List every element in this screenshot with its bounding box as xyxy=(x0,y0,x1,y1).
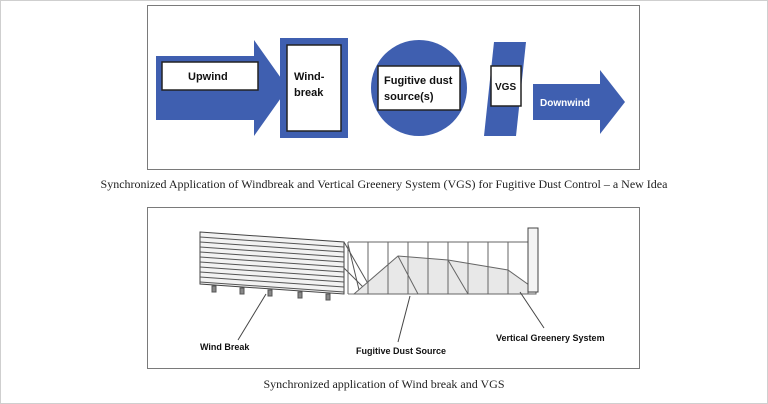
label-vgs: Vertical Greenery System xyxy=(496,333,605,343)
leader-vgs xyxy=(519,291,545,329)
downwind-arrow xyxy=(533,70,625,134)
caption-bottom: Synchronized application of Wind break a… xyxy=(263,377,505,391)
windbreak-drawing-panel: Wind Break Fugitive Dust Source Vertical… xyxy=(147,207,640,369)
leader-dust-source xyxy=(397,295,411,343)
vgs-fence xyxy=(347,227,539,294)
upwind-box xyxy=(161,61,259,91)
dust-pile xyxy=(352,255,537,295)
flow-diagram-panel: Upwind Wind- break Fugitive dust source(… xyxy=(147,5,640,170)
dust-source-box xyxy=(377,65,461,111)
windbreak-label-line1: Wind- xyxy=(294,71,325,83)
vgs-label: VGS xyxy=(495,82,516,93)
flow-diagram: Upwind Wind- break Fugitive dust source(… xyxy=(156,38,625,138)
label-wind-break: Wind Break xyxy=(200,342,250,352)
upwind-label: Upwind xyxy=(188,71,228,83)
downwind-label: Downwind xyxy=(540,98,590,109)
windbreak-label-line2: break xyxy=(294,87,324,99)
leader-wind-break xyxy=(237,293,267,341)
dust-source-label-line2: source(s) xyxy=(384,91,434,103)
label-dust-source: Fugitive Dust Source xyxy=(356,346,446,356)
windbreak-drawing: Wind Break Fugitive Dust Source Vertical… xyxy=(199,227,605,356)
caption-top: Synchronized Application of Windbreak an… xyxy=(100,177,668,191)
vgs-box xyxy=(490,65,522,107)
windbreak-box xyxy=(286,44,342,132)
dust-source-label-line1: Fugitive dust xyxy=(384,75,453,87)
